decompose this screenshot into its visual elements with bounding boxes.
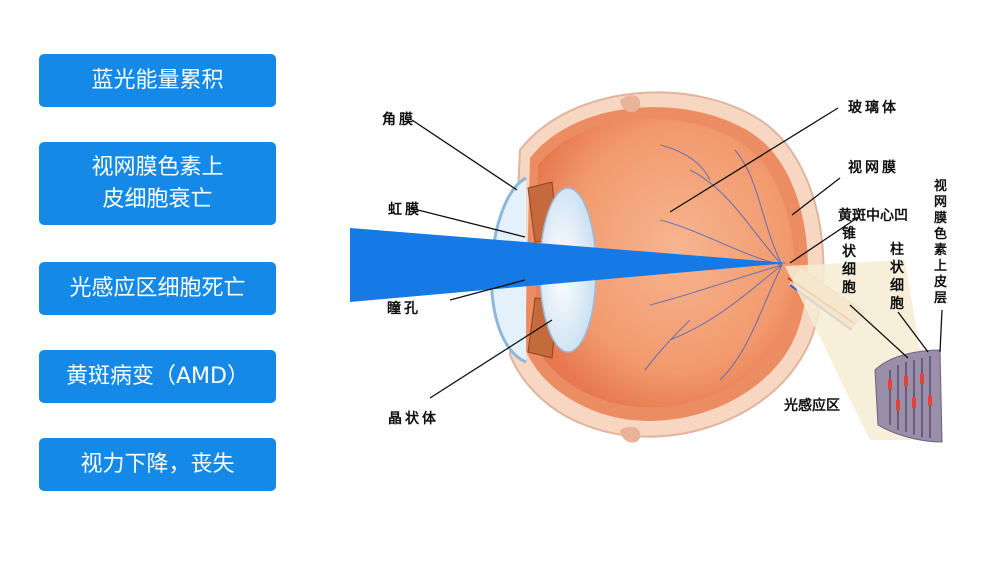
- stage-text: 蓝光能量累积: [91, 67, 224, 93]
- label-retina: 视网膜: [848, 159, 899, 176]
- stage-box-macular-degeneration: 黄斑病变（AMD）: [39, 350, 276, 403]
- label-cornea: 角膜: [382, 111, 416, 128]
- leader-lens: [429, 319, 553, 399]
- label-iris: 虹膜: [388, 201, 422, 218]
- label-rpe-layer: 视网 膜色 素上 皮层: [933, 178, 952, 306]
- stage-text: 光感应区细胞死亡: [69, 275, 246, 301]
- stage-box-photoreceptor-death: 光感应区细胞死亡: [39, 262, 276, 315]
- label-fovea: 黄斑中心凹: [838, 207, 908, 224]
- leader-rod: [897, 311, 929, 353]
- ciliary-top: [620, 95, 641, 113]
- label-photoreceptor-zone: 光感应区: [783, 397, 840, 414]
- eye-anatomy-diagram: 角膜 虹膜 瞳孔 晶状体 玻璃体 视网膜 黄斑中心凹 光感应区 锥状 细胞 柱状…: [350, 91, 952, 443]
- ciliary-bottom: [620, 426, 641, 443]
- label-pupil: 瞳孔: [387, 300, 421, 317]
- retina-cell-inset: [874, 349, 943, 443]
- leader-retina: [791, 177, 841, 216]
- label-rod-cells: 柱状 细胞: [889, 241, 909, 312]
- leader-vitreous: [669, 107, 839, 213]
- blue-light-beam: [350, 228, 788, 302]
- label-vitreous: 玻璃体: [848, 99, 899, 116]
- leader-fovea: [789, 215, 861, 264]
- leader-cornea: [411, 119, 518, 191]
- leader-pupil: [449, 279, 526, 301]
- label-lens: 晶状体: [388, 410, 439, 427]
- stage-box-rpe-cell-death: 视网膜色素上 皮细胞衰亡: [39, 142, 276, 225]
- stage-text-line-2: 皮细胞衰亡: [102, 186, 213, 212]
- label-cone-cells: 锥状 细胞: [841, 225, 861, 296]
- stage-text-line-1: 视网膜色素上: [91, 154, 224, 180]
- leader-rpe: [939, 309, 943, 353]
- stage-box-blue-light-accumulation: 蓝光能量累积: [39, 54, 276, 107]
- stage-box-vision-loss: 视力下降，丧失: [39, 438, 276, 491]
- blood-vessels: [644, 144, 783, 381]
- leader-iris: [409, 207, 526, 238]
- leader-cone: [849, 304, 909, 359]
- stage-text: 黄斑病变（AMD）: [66, 363, 249, 389]
- stage-text: 视力下降，丧失: [80, 451, 235, 477]
